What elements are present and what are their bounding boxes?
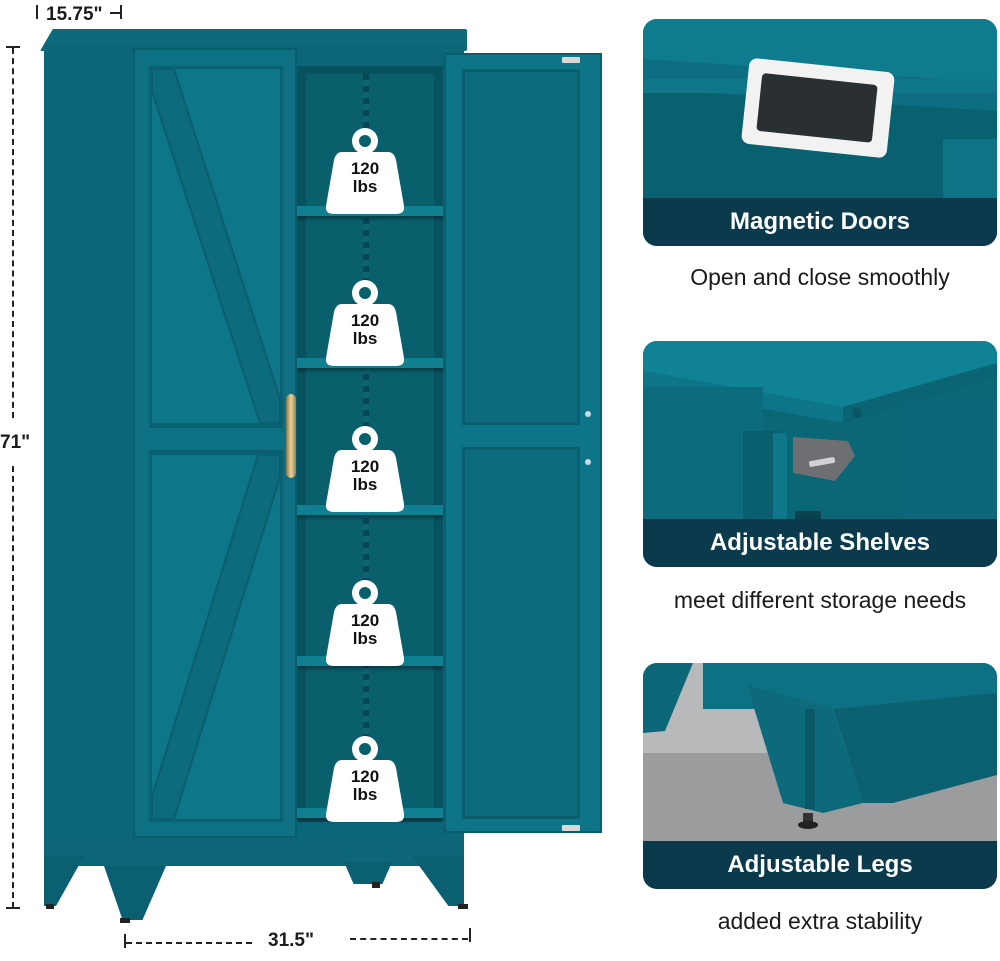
weight-unit: lbs — [352, 629, 378, 648]
cabinet-leg-back-right — [344, 862, 392, 884]
left-door-lower-panel — [149, 452, 283, 822]
feature-card-adjustable-shelves: Adjustable Shelves — [643, 341, 997, 567]
weight-icon — [326, 736, 404, 822]
shelf-weight-badge: 120 lbs — [326, 732, 404, 824]
lock-pin-icon — [585, 411, 591, 417]
door-handle[interactable] — [286, 394, 296, 478]
weight-value: 120 — [350, 311, 380, 330]
weight-unit: lbs — [352, 329, 378, 348]
weight-value: 120 — [350, 457, 380, 476]
weight-value: 120 — [350, 159, 380, 178]
cabinet-leg-back-left — [44, 856, 84, 906]
shelf-weight-badge: 120 lbs — [326, 422, 404, 514]
weight-value: 120 — [350, 611, 380, 630]
weight-icon — [326, 426, 404, 512]
leveling-foot-icon — [458, 904, 468, 909]
weight-icon — [326, 280, 404, 366]
height-label: 71" — [0, 432, 31, 453]
weight-icon — [326, 580, 404, 666]
depth-label: 15.75" — [46, 4, 103, 25]
feature-caption: added extra stability — [717, 908, 923, 934]
width-label: 31.5" — [268, 930, 314, 951]
feature-title: Adjustable Legs — [643, 841, 997, 889]
weight-unit: lbs — [352, 785, 378, 804]
shelf-weight-badge: 120 lbs — [326, 576, 404, 668]
feature-caption: Open and close smoothly — [690, 264, 950, 290]
weight-unit: lbs — [352, 177, 378, 196]
cabinet-leg-front-right — [412, 856, 464, 906]
shelf-weight-badge: 120 lbs — [326, 124, 404, 216]
weight-value: 120 — [350, 767, 380, 786]
left-door-upper-panel — [149, 66, 283, 426]
weight-unit: lbs — [352, 475, 378, 494]
shelf-weight-badge: 120 lbs — [326, 276, 404, 368]
right-door-upper-panel — [462, 69, 580, 425]
cabinet-base — [44, 838, 464, 866]
cabinet-leg-front-left — [104, 866, 166, 920]
left-door-rail — [149, 426, 283, 452]
door-magnet-bottom — [562, 825, 580, 831]
lock-pin-icon — [585, 459, 591, 465]
door-magnet-top — [562, 57, 580, 63]
feature-title: Magnetic Doors — [643, 198, 997, 246]
feature-caption: meet different storage needs — [673, 587, 967, 613]
left-door — [133, 48, 297, 838]
feature-title: Adjustable Shelves — [643, 519, 997, 567]
weight-icon — [326, 128, 404, 214]
leveling-foot-icon — [46, 904, 54, 909]
feature-card-magnetic-doors: Magnetic Doors — [643, 19, 997, 246]
right-door-open[interactable] — [444, 53, 602, 833]
right-door-lower-panel — [462, 447, 580, 819]
leveling-foot-icon — [372, 882, 380, 888]
leveling-foot-icon — [120, 918, 130, 923]
feature-card-adjustable-legs: Adjustable Legs — [643, 663, 997, 889]
